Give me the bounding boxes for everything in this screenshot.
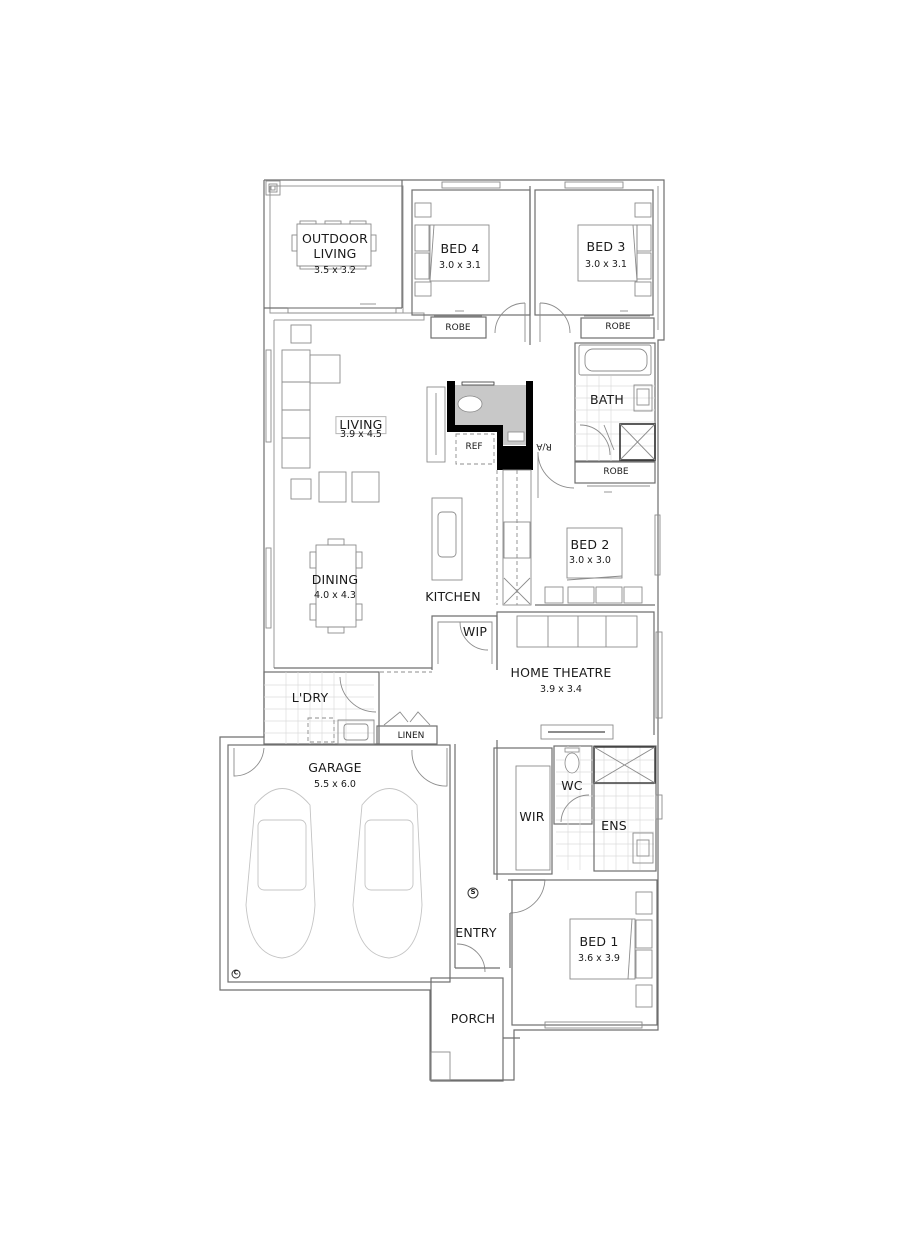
robe-bed2-label: ROBE	[603, 467, 629, 478]
bed2-door	[537, 451, 575, 489]
ref-label: REF	[465, 442, 483, 453]
wir-room	[493, 747, 553, 875]
outdoor-living-room	[264, 180, 403, 314]
bed4-size: 3.0 x 3.1	[439, 259, 481, 271]
garage-size: 5.5 x 6.0	[314, 778, 356, 790]
outdoor-living-label-line2: LIVING	[313, 246, 357, 262]
garage-marker-icon: C	[233, 969, 239, 977]
bed2-label: BED 2	[570, 537, 610, 553]
laundry-label: L'DRY	[291, 690, 329, 706]
bath-label: BATH	[590, 392, 624, 408]
bed3-room	[534, 181, 655, 342]
entry-label: ENTRY	[455, 925, 497, 941]
wc-label: WC	[561, 778, 583, 794]
hallway	[454, 740, 498, 968]
column-icon	[265, 180, 281, 196]
bed1-room	[511, 879, 658, 1029]
dining-size: 4.0 x 4.3	[314, 589, 356, 601]
home-theatre-room	[496, 611, 663, 740]
bed4-label: BED 4	[440, 241, 480, 257]
living-room	[265, 324, 380, 503]
bed1-label: BED 1	[579, 934, 619, 950]
outdoor-living-label-line1: OUTDOOR	[301, 231, 369, 247]
ens-room	[593, 745, 663, 872]
wip-label: WIP	[462, 624, 488, 640]
bed1-size: 3.6 x 3.9	[578, 952, 620, 964]
dining-room	[265, 538, 432, 673]
porch-label: PORCH	[450, 1011, 496, 1027]
dining-label: DINING	[311, 572, 359, 588]
ra-label: R/A	[536, 440, 552, 451]
bed2-room	[535, 514, 661, 606]
wir-label: WIR	[519, 809, 545, 825]
bed2-size: 3.0 x 3.0	[569, 554, 611, 566]
linen-label: LINEN	[397, 731, 425, 742]
bed4-room	[411, 181, 531, 345]
home-theatre-label: HOME THEATRE	[510, 665, 612, 681]
home-theatre-size: 3.9 x 3.4	[540, 683, 582, 695]
garage-label: GARAGE	[308, 760, 362, 776]
garage-room	[227, 744, 451, 983]
robe-bed4-label: ROBE	[445, 323, 471, 334]
bed3-label: BED 3	[586, 239, 626, 255]
robe-bed3-label: ROBE	[605, 322, 631, 333]
kitchen-area	[431, 469, 532, 606]
laundry-room	[263, 671, 438, 745]
bed3-size: 3.0 x 3.1	[585, 258, 627, 270]
powder-room	[426, 381, 533, 470]
living-size: 3.9 x 4.5	[340, 428, 382, 440]
living-label: LIVING	[335, 416, 387, 434]
kitchen-label: KITCHEN	[425, 589, 481, 605]
ens-label: ENS	[601, 818, 627, 834]
bath-room	[574, 342, 656, 493]
porch-area	[430, 977, 520, 1082]
smoke-detector-icon: S	[470, 888, 476, 897]
wc-room	[553, 745, 654, 870]
outer-walls	[219, 179, 665, 1081]
outdoor-living-size: 3.5 x 3.2	[314, 264, 356, 276]
